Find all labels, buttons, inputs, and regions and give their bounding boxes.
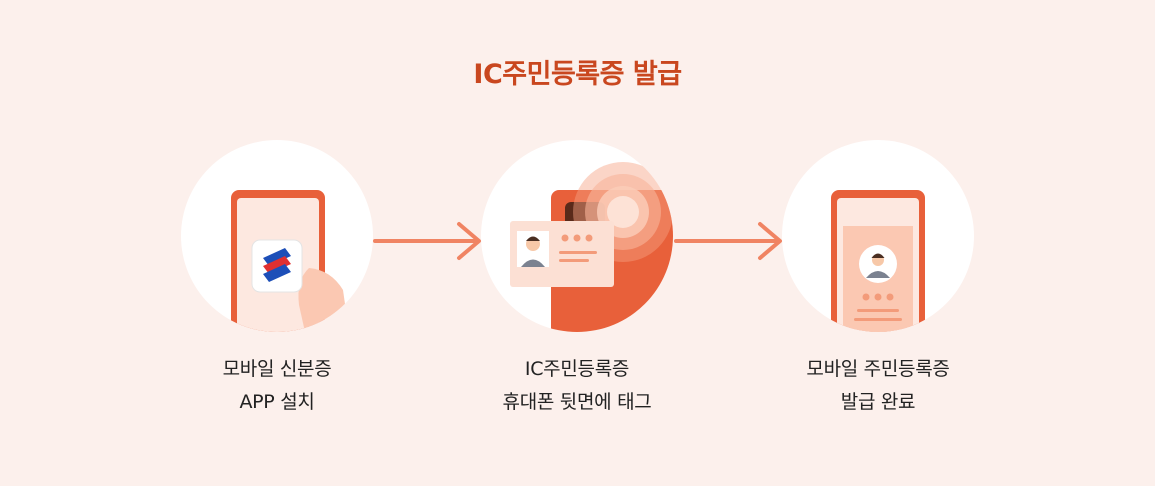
phone-id-complete-icon [831, 190, 925, 332]
step-2-caption: IC주민등록증 휴대폰 뒷면에 태그 [447, 353, 707, 419]
step-1-line2: APP 설치 [239, 391, 315, 413]
arrow-right-icon [674, 219, 786, 263]
page-title: IC주민등록증 발급 [473, 59, 682, 90]
step-2-illustration [481, 140, 673, 332]
step-1-line1: 모바일 신분증 [222, 358, 332, 380]
step-3-line1: 모바일 주민등록증 [806, 358, 950, 380]
step-3-illustration [782, 140, 974, 332]
step-1-illustration [181, 140, 373, 332]
arrow-right-icon [373, 219, 485, 263]
id-card-tag-icon [510, 162, 673, 332]
phone-app-icon [231, 190, 349, 332]
step-1-caption: 모바일 신분증 APP 설치 [147, 353, 407, 419]
step-2-line2: 휴대폰 뒷면에 태그 [502, 391, 652, 413]
step-3-line2: 발급 완료 [840, 391, 916, 413]
step-3-caption: 모바일 주민등록증 발급 완료 [748, 353, 1008, 419]
step-2-line1: IC주민등록증 [524, 358, 630, 380]
